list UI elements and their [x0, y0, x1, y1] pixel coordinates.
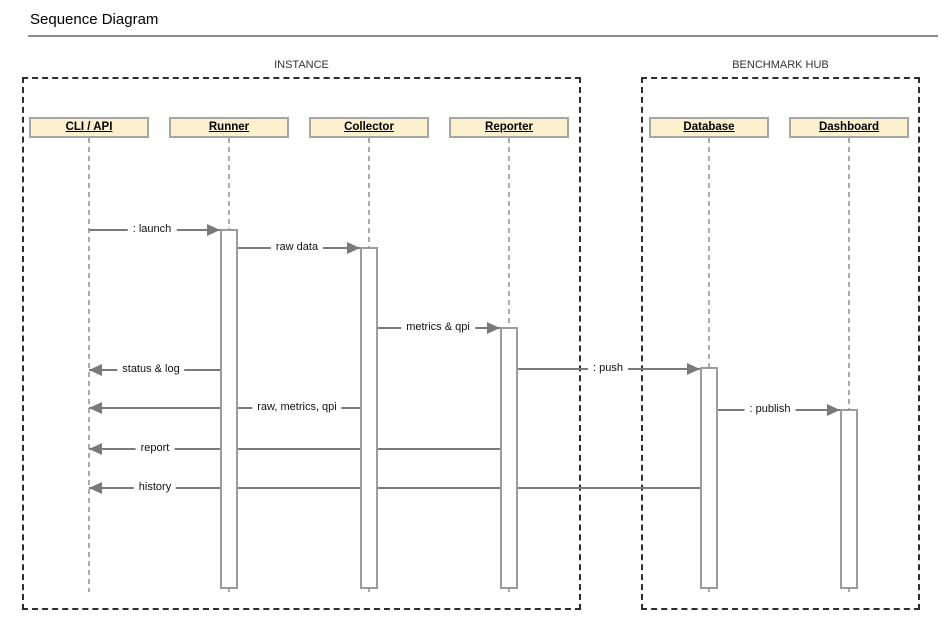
activation-runner — [220, 229, 238, 589]
arrowhead-history — [89, 482, 102, 494]
message-line-report — [89, 448, 500, 450]
lifeline-head-database: Database — [649, 117, 769, 138]
activation-reporter — [500, 327, 518, 589]
message-line-history — [89, 487, 700, 489]
message-label-raw-data: raw data — [270, 240, 324, 255]
activation-database — [700, 367, 718, 589]
arrowhead-status-log — [89, 364, 102, 376]
frame-instance — [22, 77, 581, 610]
message-label-report: report — [135, 441, 175, 456]
frame-label-instance: INSTANCE — [274, 59, 329, 71]
diagram-title: Sequence Diagram — [30, 11, 159, 28]
frame-label-benchmark-hub: BENCHMARK HUB — [732, 59, 829, 71]
activation-collector — [360, 247, 378, 589]
arrowhead-report — [89, 443, 102, 455]
lifeline-head-runner: Runner — [169, 117, 289, 138]
arrowhead-launch — [207, 224, 220, 236]
lifeline-head-cli-api: CLI / API — [29, 117, 149, 138]
lifeline-head-dashboard: Dashboard — [789, 117, 909, 138]
message-label-status-log: status & log — [117, 362, 185, 377]
arrowhead-raw-data — [347, 242, 360, 254]
arrowhead-publish — [827, 404, 840, 416]
lifeline-database — [708, 138, 710, 592]
frame-benchmark-hub — [641, 77, 920, 610]
arrowhead-raw-metrics-qpi — [89, 402, 102, 414]
lifeline-dashboard — [848, 138, 850, 592]
title-divider — [28, 35, 938, 37]
message-label-raw-metrics-qpi: raw, metrics, qpi — [252, 400, 342, 415]
arrowhead-metrics-qpi — [487, 322, 500, 334]
lifeline-head-reporter: Reporter — [449, 117, 569, 138]
arrowhead-push — [687, 363, 700, 375]
message-label-push: : push — [588, 361, 628, 376]
lifeline-head-collector: Collector — [309, 117, 429, 138]
message-label-launch: : launch — [127, 222, 177, 237]
message-label-metrics-qpi: metrics & qpi — [401, 320, 475, 335]
message-label-publish: : publish — [744, 402, 796, 417]
message-label-history: history — [133, 480, 177, 495]
activation-dashboard — [840, 409, 858, 589]
